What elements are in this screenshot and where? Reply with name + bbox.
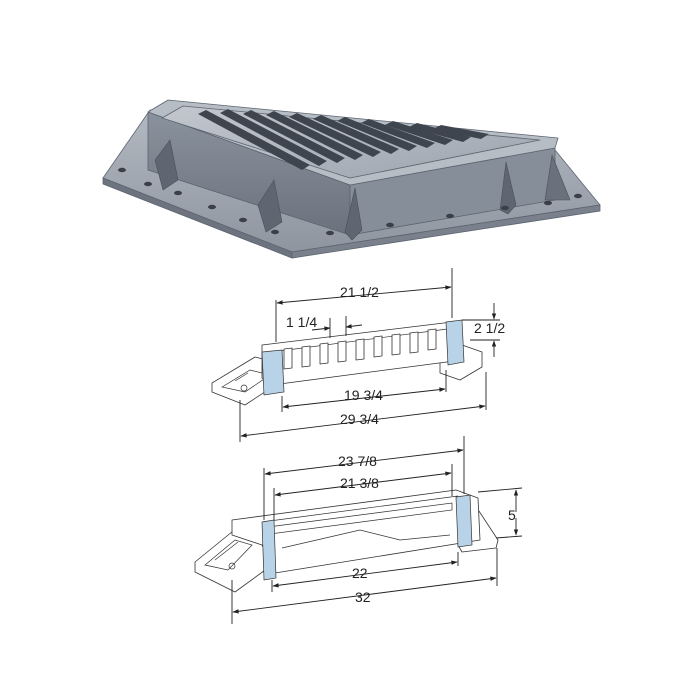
label-slot-width: 1 1/4	[286, 314, 317, 330]
label-inner-length: 19 3/4	[344, 387, 383, 403]
slot	[361, 119, 435, 148]
hole	[501, 205, 509, 211]
tooth	[373, 335, 383, 358]
frame-dimensions: 23 7/8 21 3/8 5 22 32	[231, 436, 523, 624]
slot	[433, 125, 489, 139]
slot	[220, 109, 327, 166]
grate-section-view: 21 1/2 1 1/4 2 1/2 19 3/4 29 3/4	[211, 268, 505, 442]
grate-section-right	[445, 319, 465, 366]
gusset	[154, 139, 179, 191]
slot	[266, 111, 363, 160]
frame-gussets	[154, 139, 571, 241]
tooth	[391, 333, 401, 356]
slot	[313, 115, 399, 154]
hole	[386, 222, 394, 228]
flange-front-edge-right	[291, 204, 601, 259]
dim-frame-inner	[274, 471, 452, 497]
grate-slots	[198, 109, 489, 170]
label-frame-overall: 23 7/8	[338, 453, 377, 469]
slot	[289, 113, 381, 157]
hole	[271, 229, 279, 235]
grate-section-left	[261, 349, 285, 396]
gusset	[257, 179, 283, 233]
gusset	[544, 153, 571, 201]
hole	[446, 213, 454, 219]
tooth	[337, 340, 347, 363]
foot-detail	[204, 539, 253, 571]
gusset	[344, 187, 363, 241]
foot-hole	[228, 562, 236, 570]
hole	[174, 190, 182, 196]
tooth	[427, 328, 437, 351]
frame-body	[231, 489, 481, 574]
tooth	[409, 331, 419, 354]
foot-hole	[240, 384, 248, 392]
foot-detail	[234, 372, 249, 382]
frame-section-left	[261, 519, 277, 581]
extension-line	[495, 535, 523, 539]
tooth	[355, 338, 365, 361]
slot	[409, 123, 471, 142]
label-base-inner: 22	[352, 565, 368, 581]
body-edge	[261, 495, 459, 523]
dim-frame-length	[240, 404, 486, 438]
hole	[574, 193, 582, 199]
dim-overall-length	[276, 285, 452, 305]
frame-section-view: 23 7/8 21 3/8 5 22 32	[194, 436, 523, 624]
hole	[544, 200, 552, 206]
label-overall-length: 21 1/2	[340, 284, 379, 300]
dim-frame-overall	[264, 448, 464, 476]
hole	[326, 230, 334, 236]
foot-detail	[214, 541, 239, 561]
tooth	[283, 347, 293, 370]
hole	[118, 167, 126, 173]
label-frame-height: 5	[508, 507, 516, 523]
frame-section-right	[455, 494, 473, 548]
tooth	[319, 342, 329, 365]
label-frame-length: 29 3/4	[340, 411, 379, 427]
slot	[198, 110, 310, 170]
grate-3d-render	[102, 99, 601, 259]
hole	[144, 181, 152, 187]
slot	[385, 121, 453, 145]
dim-base-overall	[232, 576, 497, 614]
gusset	[499, 161, 517, 215]
slot	[243, 110, 345, 163]
dim-inner-length	[282, 387, 446, 409]
hole	[239, 217, 247, 223]
dim-slot-width-b	[345, 324, 363, 329]
label-base-overall: 32	[355, 589, 371, 605]
flange-holes	[118, 167, 582, 236]
hole	[208, 204, 216, 210]
dim-slot-width-a	[311, 326, 331, 331]
label-height: 2 1/2	[474, 320, 505, 336]
label-frame-inner: 21 3/8	[340, 475, 379, 491]
grate-teeth	[283, 328, 437, 370]
grate-dimensions: 21 1/2 1 1/4 2 1/2 19 3/4 29 3/4	[239, 268, 505, 442]
tooth	[301, 345, 311, 368]
frame-web	[281, 529, 451, 549]
slot	[337, 117, 417, 151]
extension-line	[477, 487, 523, 493]
